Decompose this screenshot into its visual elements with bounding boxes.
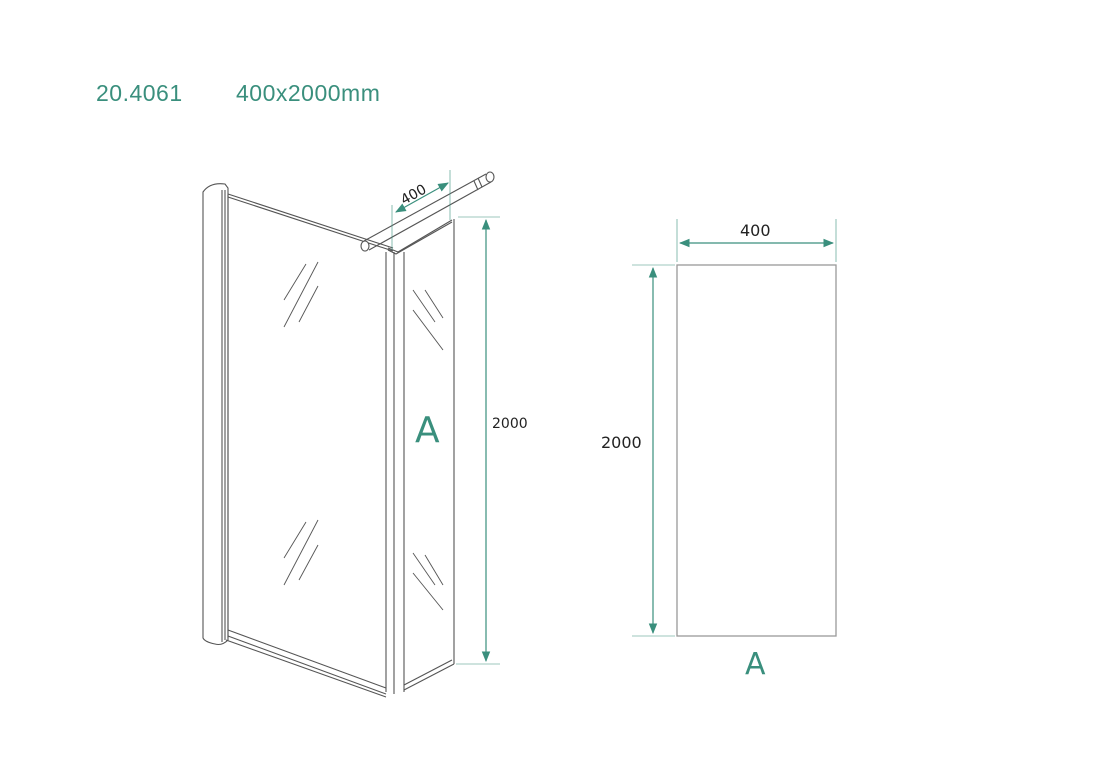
front-view — [632, 219, 837, 637]
stabilizer-bar — [360, 171, 495, 252]
corner-profile — [385, 219, 453, 694]
front-height-dimension — [632, 264, 675, 637]
product-size: 400x2000mm — [236, 80, 381, 106]
iso-width-label: 400 — [398, 182, 429, 209]
iso-height-dimension — [456, 216, 500, 665]
glass-panel-main — [225, 193, 394, 698]
isometric-view — [202, 171, 495, 698]
iso-panel-label: A — [415, 410, 440, 451]
wall-profile — [202, 183, 229, 646]
iso-height-label: 2000 — [492, 416, 528, 432]
front-panel-outline — [676, 264, 837, 637]
front-width-dimension — [676, 219, 837, 262]
front-width-label: 400 — [740, 221, 771, 240]
glass-panel-return — [403, 219, 455, 691]
front-height-label: 2000 — [601, 433, 642, 452]
product-code: 20.4061 — [96, 80, 183, 106]
front-panel-label: A — [745, 647, 766, 682]
iso-width-dimension — [391, 170, 451, 250]
